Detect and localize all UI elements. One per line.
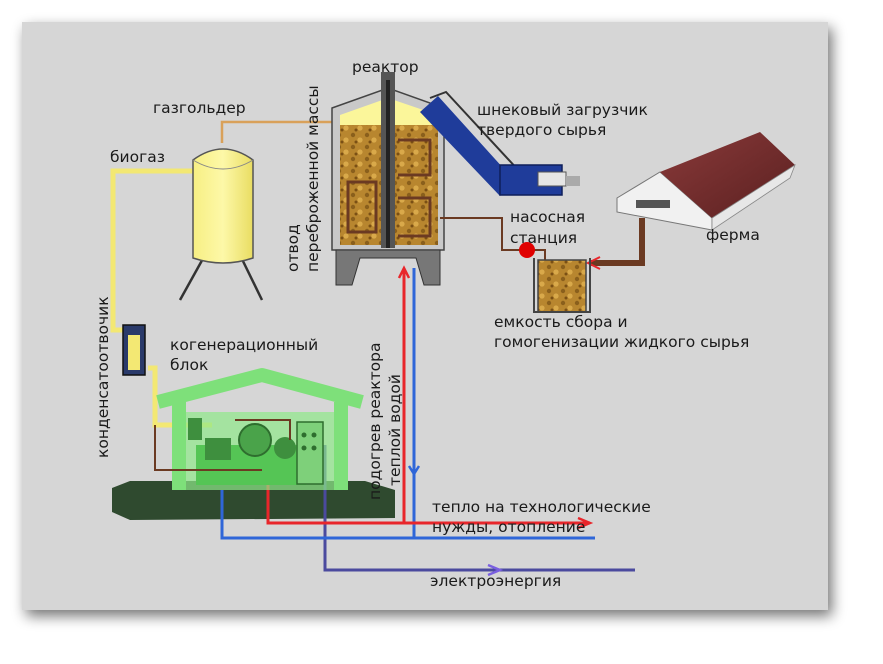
cogeneration-label-2: блок bbox=[170, 356, 209, 374]
cogeneration-block bbox=[154, 368, 364, 490]
farm bbox=[616, 132, 796, 231]
hot-water-arrow-right bbox=[577, 516, 594, 530]
heat-label-2: нужды, отопление bbox=[432, 518, 586, 536]
reactor-heating-label-2: теплой водой bbox=[386, 374, 404, 486]
tank-label-1: емкость сбора и bbox=[494, 313, 628, 331]
gasholder bbox=[178, 148, 264, 301]
pump-station-marker bbox=[519, 242, 535, 258]
return-water-line bbox=[220, 490, 595, 540]
biogas-line bbox=[110, 168, 193, 333]
biogas-label: биогаз bbox=[110, 148, 165, 166]
digestate-label-2: переброженной массы bbox=[304, 85, 322, 272]
homogenization-tank bbox=[533, 258, 591, 313]
hot-water-arrow-up bbox=[397, 265, 411, 279]
electricity-arrow bbox=[487, 563, 504, 577]
heat-label-1: тепло на технологические bbox=[432, 498, 651, 516]
condensate-trap-label: конденсатоотвочик bbox=[94, 296, 112, 458]
screw-loader bbox=[420, 90, 580, 196]
reactor-label: реактор bbox=[352, 58, 419, 76]
electricity-label: электроэнергия bbox=[430, 572, 562, 590]
tank-label-2: гомогенизации жидкого сырья bbox=[494, 333, 750, 351]
cogeneration-label-1: когенерационный bbox=[170, 336, 319, 354]
gas-line-reactor bbox=[220, 120, 345, 143]
reactor bbox=[331, 72, 445, 286]
digestate-label-1: отвод bbox=[284, 224, 302, 272]
pump-station-label-1: насосная bbox=[510, 208, 586, 226]
screw-loader-label-2: твердого сырья bbox=[477, 121, 607, 139]
slurry-arrow bbox=[585, 256, 601, 270]
slurry-line-farm bbox=[590, 218, 645, 266]
farm-label: ферма bbox=[706, 226, 760, 244]
screw-loader-label-1: шнековый загрузчик bbox=[477, 101, 648, 119]
hot-water-line bbox=[266, 478, 590, 525]
reactor-heating-label-1: подогрев реактора bbox=[366, 342, 384, 500]
pump-station-label-2: станция bbox=[510, 229, 578, 247]
condensate-trap bbox=[122, 324, 146, 376]
feed-line bbox=[440, 217, 546, 262]
return-water-arrow bbox=[407, 465, 421, 477]
gasholder-label: газгольдер bbox=[153, 99, 246, 117]
